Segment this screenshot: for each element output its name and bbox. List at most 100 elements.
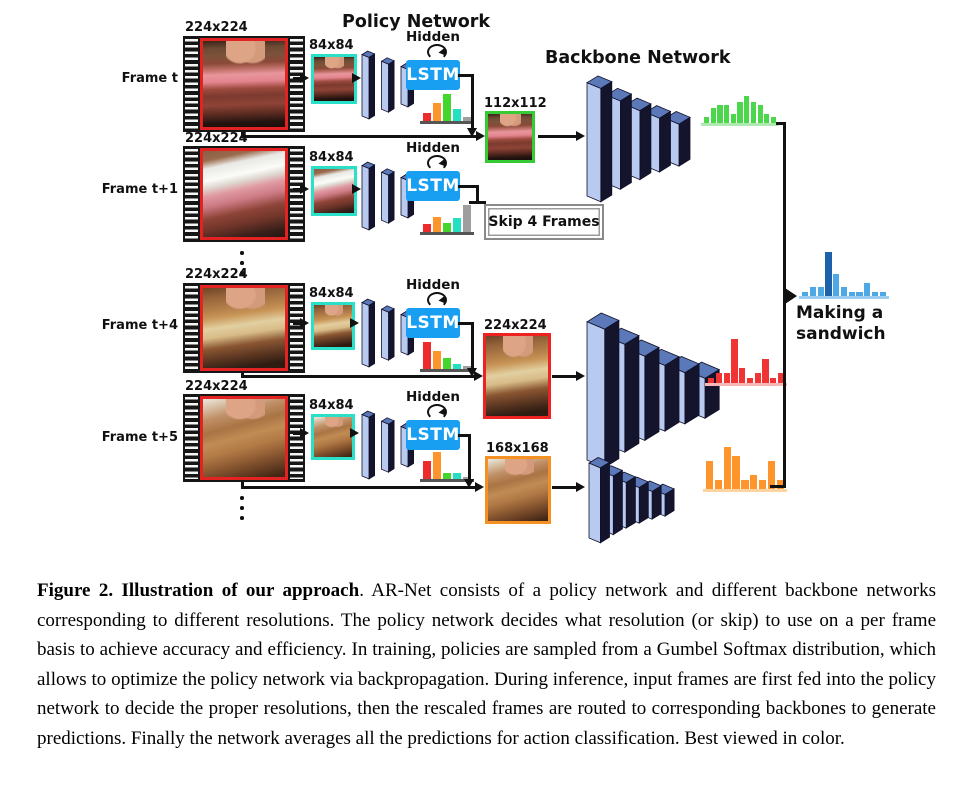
prediction-chart-orange	[703, 447, 787, 492]
ellipsis-dot	[240, 271, 244, 275]
arrow-to-resized-224	[474, 371, 483, 381]
lstm-box: LSTM	[406, 420, 460, 450]
strip-res-label: 224x224	[185, 379, 248, 394]
crop-image-84	[311, 302, 355, 350]
arrow-crop-to-cnn	[352, 73, 361, 83]
connector-line	[552, 486, 578, 489]
action-label-line2: sandwich	[796, 324, 886, 344]
action-class-label: Making a sandwich	[796, 303, 886, 345]
policy-cnn	[360, 292, 426, 370]
filmstrip-sprockets	[185, 397, 198, 479]
crop-image-84	[311, 54, 357, 104]
resized-res-label: 112x112	[484, 96, 547, 111]
connector-line	[293, 188, 301, 191]
recurrence-loop-icon	[427, 404, 447, 420]
policy-distribution-chart	[420, 205, 474, 235]
arrow-strip-to-crop	[300, 73, 309, 83]
final-prediction-chart	[799, 252, 889, 299]
bracket-line	[770, 485, 786, 488]
connector-line	[471, 74, 474, 128]
figure-diagram: Policy Network Backbone Network 224x224 …	[0, 0, 973, 545]
frame-image	[200, 38, 288, 130]
prediction-chart-green	[701, 96, 779, 126]
skip-frames-box: Skip 4 Frames	[484, 204, 604, 240]
arrow-to-resized-112	[476, 131, 485, 141]
filmstrip-sprockets	[185, 286, 198, 370]
ellipsis-dot	[240, 516, 244, 520]
filmstrip-sprockets	[185, 149, 198, 239]
policy-network-title: Policy Network	[342, 12, 491, 32]
skip-terminal-cap	[469, 201, 486, 204]
bracket-line	[783, 122, 786, 488]
frame-label: Frame t+4	[101, 318, 178, 333]
arrow-crop-to-cnn	[350, 428, 359, 438]
strip-res-label: 224x224	[185, 267, 248, 282]
crop-res-label: 84x84	[309, 38, 354, 53]
frame-label: Frame t	[121, 71, 178, 86]
arrow-crop-to-cnn	[350, 318, 359, 328]
caption-bold-lead: Figure 2. Illustration of our approach	[37, 580, 360, 601]
connector-line	[538, 135, 578, 138]
arrow-strip-to-crop	[300, 428, 309, 438]
arrow-lstm-to-route	[467, 368, 477, 377]
lstm-box: LSTM	[406, 60, 460, 90]
crop-res-label: 84x84	[309, 150, 354, 165]
lstm-box: LSTM	[406, 308, 460, 338]
connector-line	[241, 135, 477, 138]
connector-line	[468, 434, 471, 480]
policy-cnn	[360, 404, 426, 482]
policy-distribution-chart	[420, 94, 474, 124]
arrow-lstm-to-route	[467, 128, 477, 137]
connector-line	[458, 74, 474, 77]
connector-line	[476, 185, 479, 203]
backbone-cnn-112	[585, 70, 697, 203]
arrow-crop-to-cnn	[352, 184, 361, 194]
hidden-label: Hidden	[405, 389, 461, 405]
crop-res-label: 84x84	[309, 286, 354, 301]
filmstrip-frame-t	[183, 36, 305, 132]
arrow-to-backbone-224	[576, 371, 585, 381]
frame-label: Frame t+5	[101, 430, 178, 445]
resized-image-112	[485, 111, 535, 163]
action-label-line1: Making a	[796, 303, 884, 323]
connector-line	[552, 375, 578, 378]
frame-image	[200, 148, 288, 240]
connector-line	[241, 482, 244, 487]
connector-line	[293, 322, 301, 325]
filmstrip-frame-t4	[183, 283, 305, 373]
filmstrip-frame-t5	[183, 394, 305, 482]
frame-label: Frame t+1	[101, 182, 178, 197]
hidden-label: Hidden	[405, 140, 461, 156]
connector-line	[458, 185, 479, 188]
arrow-strip-to-crop	[300, 318, 309, 328]
bracket-line	[776, 122, 786, 125]
arrow-strip-to-crop	[300, 184, 309, 194]
filmstrip-sprockets	[290, 397, 303, 479]
frame-image	[200, 396, 288, 480]
backbone-cnn-168	[587, 452, 683, 544]
backbone-cnn-224	[585, 308, 723, 469]
policy-distribution-chart	[420, 342, 474, 372]
ellipsis-dot	[240, 506, 244, 510]
filmstrip-sprockets	[185, 39, 198, 129]
frame-image	[200, 285, 288, 371]
recurrence-loop-icon	[427, 44, 447, 60]
filmstrip-sprockets	[290, 149, 303, 239]
arrow-to-resized-168	[475, 482, 484, 492]
resized-res-label: 168x168	[486, 441, 549, 456]
crop-image-84	[311, 166, 357, 216]
strip-res-label: 224x224	[185, 20, 248, 35]
connector-line	[241, 486, 476, 489]
backbone-network-title: Backbone Network	[545, 48, 731, 68]
caption-body-text: . AR-Net consists of a policy network an…	[37, 580, 936, 749]
policy-distribution-chart	[420, 452, 474, 482]
hidden-label: Hidden	[405, 277, 461, 293]
resized-image-224	[483, 333, 551, 419]
connector-line	[293, 77, 301, 80]
prediction-chart-red	[705, 339, 787, 386]
hidden-label: Hidden	[405, 29, 461, 45]
strip-res-label: 224x224	[185, 131, 248, 146]
lstm-box: LSTM	[406, 171, 460, 201]
recurrence-loop-icon	[427, 155, 447, 171]
ellipsis-dot	[240, 496, 244, 500]
